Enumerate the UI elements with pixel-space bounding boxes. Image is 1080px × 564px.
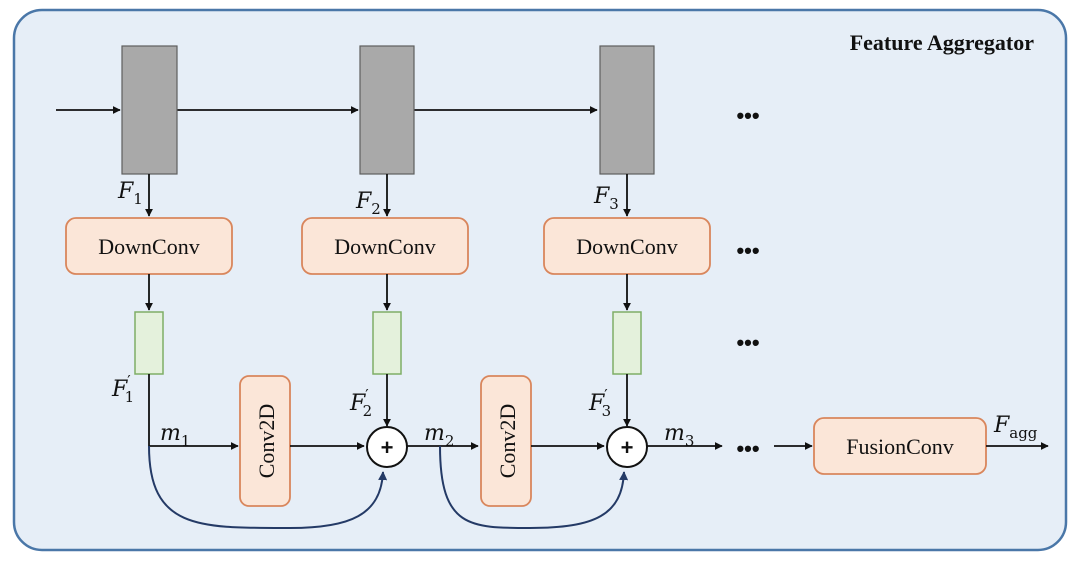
reduced-feature-label-2: F′2 — [349, 386, 372, 420]
feature-label-3: F3 — [593, 184, 619, 213]
ellipsis-merge: ••• — [736, 436, 759, 461]
ellipsis-backbone: ••• — [736, 103, 759, 128]
merge-label-3: m3 — [664, 421, 694, 450]
svg-text:+: + — [381, 435, 394, 460]
downconv-block-2: DownConv — [301, 217, 469, 275]
ellipsis-reduced: ••• — [736, 330, 759, 355]
reduced-feature-label-3: F′3 — [588, 386, 611, 420]
feature-label-2: F2 — [355, 189, 381, 218]
conv2d-block-2: Conv2D — [480, 375, 532, 507]
reduced-feature-2 — [372, 311, 402, 375]
diagram-title: Feature Aggregator — [850, 30, 1035, 55]
add-node-2: + — [606, 426, 648, 468]
ellipsis-downconv: ••• — [736, 238, 759, 263]
downconv-block-3: DownConv — [543, 217, 711, 275]
fusionconv-label: FusionConv — [846, 434, 954, 459]
downconv-block-1: DownConv — [65, 217, 233, 275]
frozen-block-3 — [599, 45, 655, 175]
merge-label-2: m2 — [424, 421, 454, 450]
frozen-block-2 — [359, 45, 415, 175]
downconv-label: DownConv — [334, 234, 435, 259]
output-label: Fagg — [993, 413, 1038, 442]
merge-label-1: m1 — [160, 421, 190, 450]
frozen-block-1 — [121, 45, 178, 175]
skip-connection-1 — [148, 445, 388, 530]
conv2d-block-1: Conv2D — [239, 375, 291, 507]
reduced-feature-3 — [612, 311, 642, 375]
reduced-feature-1 — [134, 311, 164, 375]
conv2d-label: Conv2D — [254, 404, 279, 479]
downconv-label: DownConv — [98, 234, 199, 259]
feature-label-1: F1 — [117, 179, 143, 208]
conv2d-label: Conv2D — [495, 404, 520, 479]
add-node-1: + — [366, 426, 408, 468]
svg-text:+: + — [621, 435, 634, 460]
reduced-feature-label-1: F′1 — [111, 372, 134, 406]
downconv-label: DownConv — [576, 234, 677, 259]
skip-connection-2 — [439, 445, 629, 530]
fusionconv-block: FusionConv — [813, 417, 987, 475]
